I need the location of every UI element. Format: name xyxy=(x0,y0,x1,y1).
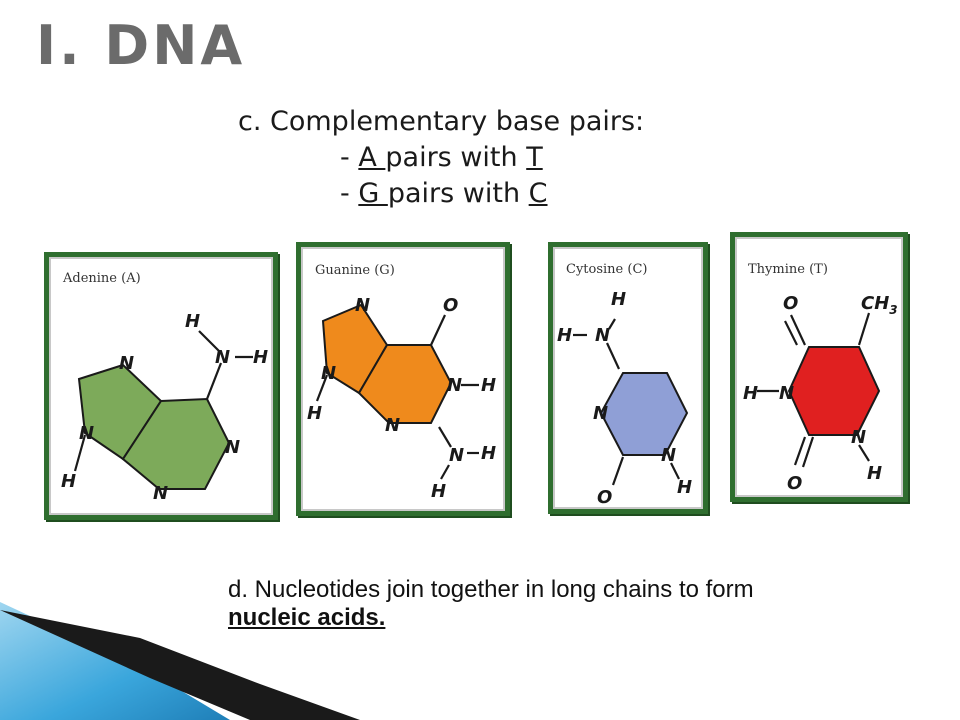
atom-h: H xyxy=(481,443,496,464)
base-pairs-block: c. Complementary base pairs: - A pairs w… xyxy=(238,104,644,212)
atom-h: H xyxy=(867,463,882,484)
slide-title: I. DNA xyxy=(36,14,246,77)
nucleotides-sentence: d. Nucleotides join together in long cha… xyxy=(228,576,754,603)
atom-n: N xyxy=(851,427,866,448)
atom-n: N xyxy=(79,423,94,444)
thymine-ring xyxy=(787,346,881,436)
cytosine-ring xyxy=(599,372,689,456)
atom-n: N xyxy=(225,437,240,458)
atom-o: O xyxy=(443,295,458,316)
atom-n: N xyxy=(661,445,676,466)
guanine-structure: N N N N N O H H H H xyxy=(307,295,496,502)
cytosine-card: N N N H H H O xyxy=(548,242,708,514)
atom-n: N xyxy=(449,445,464,466)
thymine-card: O CH3 N H N H O xyxy=(730,232,908,502)
pairs-heading: c. Complementary base pairs: xyxy=(238,106,645,137)
atom-n: N xyxy=(779,383,794,404)
atom-o: O xyxy=(787,473,802,494)
atom-h: H xyxy=(677,477,692,498)
atom-h: H xyxy=(61,471,76,492)
thymine-structure: O CH3 N H N H O xyxy=(743,293,898,494)
atom-h: H xyxy=(557,325,572,346)
adenine-label: Adenine (A) xyxy=(63,271,141,286)
pair-first-base: G xyxy=(358,178,388,209)
atom-n: N xyxy=(215,347,230,368)
pair-dash: - xyxy=(340,142,359,173)
pair-second-base: T xyxy=(526,142,543,173)
atom-n: N xyxy=(595,325,610,346)
atom-o: O xyxy=(597,487,612,508)
pair-g-c: - G pairs with C xyxy=(238,176,644,212)
atom-n: N xyxy=(119,353,134,374)
atom-c: CH3 xyxy=(861,293,898,317)
atom-h: H xyxy=(611,289,626,310)
atom-n: N xyxy=(593,403,608,424)
atom-n: N xyxy=(153,483,168,504)
atom-h: H xyxy=(481,375,496,396)
pair-first-base: A xyxy=(358,142,386,173)
atom-n: N xyxy=(321,363,336,384)
atom-h: H xyxy=(743,383,758,404)
atom-n: N xyxy=(447,375,462,396)
nucleic-acids-term: nucleic acids. xyxy=(228,604,386,631)
adenine-ring xyxy=(77,363,163,461)
atom-n: N xyxy=(385,415,400,436)
atom-h: H xyxy=(431,481,446,502)
atom-h: H xyxy=(307,403,322,424)
thymine-label: Thymine (T) xyxy=(748,262,828,277)
adenine-card: Adenine (A) N N N N N H H H xyxy=(44,252,278,520)
adenine-structure: N N N N N H H H xyxy=(61,311,268,504)
pair-text: pairs with xyxy=(387,178,529,209)
pair-dash: - xyxy=(340,178,359,209)
atom-o: O xyxy=(783,293,798,314)
cytosine-structure: N N N H H H O xyxy=(557,289,692,508)
nucleotides-text: d. Nucleotides join together in long cha… xyxy=(228,576,828,632)
atom-n: N xyxy=(355,295,370,316)
atom-h: H xyxy=(253,347,268,368)
pair-second-base: C xyxy=(528,178,548,209)
cytosine-label: Cytosine (C) xyxy=(566,262,648,277)
swoosh-dark xyxy=(0,610,360,720)
guanine-card: Guanine (G) N N N N N O H H H H xyxy=(296,242,510,516)
pair-a-t: - A pairs with T xyxy=(238,140,644,176)
guanine-label: Guanine (G) xyxy=(315,263,395,278)
decorative-swoosh xyxy=(0,602,360,720)
atom-h: H xyxy=(185,311,200,332)
pair-text: pairs with xyxy=(385,142,527,173)
